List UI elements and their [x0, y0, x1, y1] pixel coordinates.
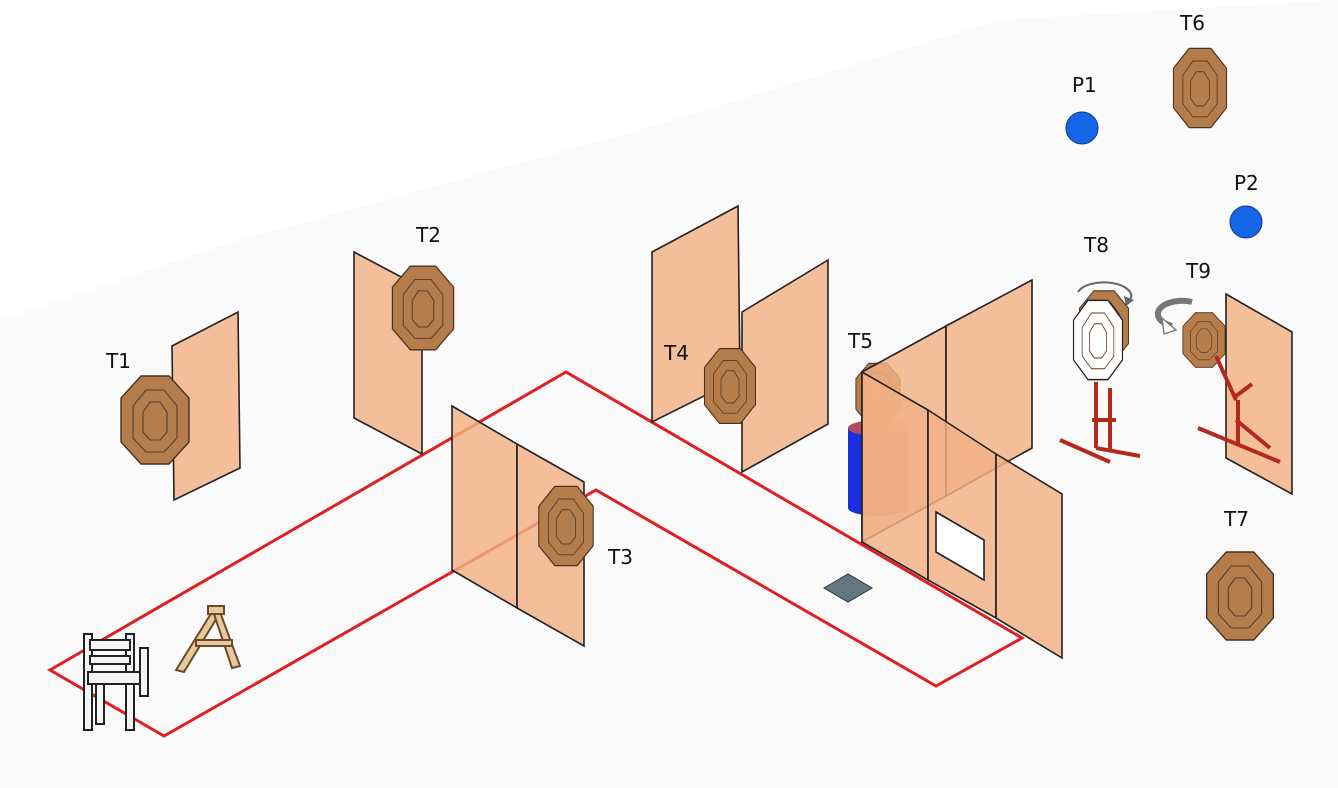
chair-icon — [83, 633, 149, 731]
popper-p1-icon — [1065, 111, 1099, 145]
target-t2-icon — [391, 265, 455, 351]
target-t3-icon — [538, 485, 594, 567]
label-p1: P1 — [1072, 73, 1097, 97]
target-t4-icon — [703, 348, 757, 424]
label-t4: T4 — [663, 341, 689, 365]
label-t6: T6 — [1179, 11, 1205, 35]
target-t6-icon — [1172, 47, 1228, 129]
wall-t5-front-c — [995, 452, 1063, 660]
popper-p2-icon — [1229, 205, 1263, 239]
target-t7-icon — [1205, 551, 1275, 641]
label-t8: T8 — [1083, 233, 1109, 257]
label-t3: T3 — [607, 545, 633, 569]
window-opening — [935, 510, 985, 582]
target-t9-swinger — [1154, 297, 1281, 464]
label-p2: P2 — [1234, 171, 1259, 195]
label-t2: T2 — [415, 223, 441, 247]
sawhorse-icon — [174, 605, 242, 674]
target-t1-icon — [120, 375, 190, 465]
wall-t9 — [1225, 292, 1293, 496]
label-t9: T9 — [1185, 259, 1211, 283]
label-t1: T1 — [105, 349, 131, 373]
shooting-box-plate — [823, 573, 873, 603]
target-t8-swinger — [1059, 281, 1141, 464]
label-t5: T5 — [847, 329, 873, 353]
label-t7: T7 — [1223, 507, 1249, 531]
fault-line — [47, 370, 1026, 738]
